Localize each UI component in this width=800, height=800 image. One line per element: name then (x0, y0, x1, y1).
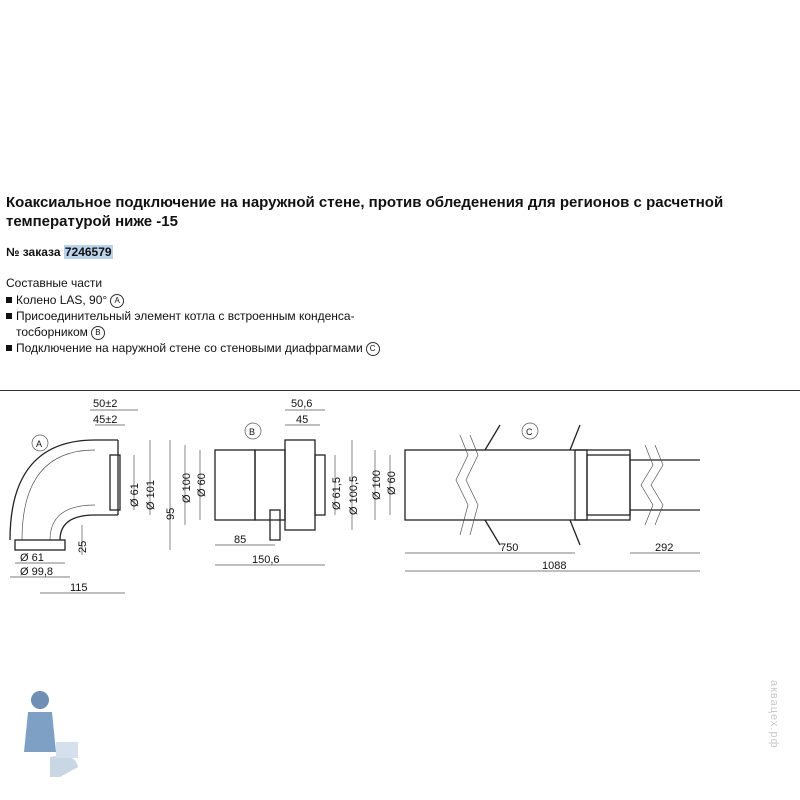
dim-a-height: 95 (165, 508, 177, 520)
wall-terminal-c: C Ø 100 Ø 60 750 1088 292 (371, 422, 700, 572)
elbow-a: A 50±2 45±2 Ø 61 Ø 101 95 25 Ø 61 Ø 99,8… (9, 398, 177, 594)
marker-a: A (36, 439, 42, 449)
part-text: Присоединительный элемент котла с встрое… (16, 309, 355, 339)
dim-a-width: 115 (70, 582, 88, 594)
marker-circle: A (110, 293, 125, 308)
plumber-logo-icon (24, 691, 78, 777)
dim-c-d-outer: Ø 100 (371, 470, 383, 500)
list-item: Подключение на наружной стене со стеновы… (6, 340, 406, 356)
watermark: аквацех.рф (768, 680, 780, 749)
order-number[interactable]: 7246579 (63, 245, 113, 259)
parts-list: Колено LAS, 90°A Присоединительный элеме… (6, 292, 406, 356)
order-number-line: № заказа 7246579 (6, 245, 113, 259)
technical-drawing: A 50±2 45±2 Ø 61 Ø 101 95 25 Ø 61 Ø 99,8… (9, 398, 700, 594)
dim-c-inner-length: 750 (500, 542, 518, 554)
connector-b: B 50,6 45 Ø 100 Ø 60 Ø 61,5 Ø 100,5 85 1… (181, 398, 360, 566)
dim-a-bottom-outer: Ø 99,8 (20, 566, 53, 578)
part-text: Колено LAS, 90° (16, 293, 108, 307)
dim-b-right-inner: Ø 61,5 (331, 477, 343, 510)
marker-circle: C (365, 341, 380, 356)
marker-b: B (249, 427, 255, 437)
order-label: № заказа (6, 245, 61, 259)
list-item: Колено LAS, 90°A (6, 292, 406, 308)
dim-b-offset: 85 (234, 534, 246, 546)
dim-b-length: 150,6 (252, 554, 280, 566)
dim-a-d-outer: Ø 101 (145, 480, 157, 510)
dim-b-top-inner: 45 (296, 414, 308, 426)
dim-b-right-outer: Ø 100,5 (348, 476, 360, 515)
dim-b-left-outer: Ø 100 (181, 473, 193, 503)
marker-circle-a (31, 434, 49, 452)
dim-a-top-outer: 50±2 (93, 398, 117, 410)
dim-b-left-inner: Ø 60 (196, 473, 208, 497)
dim-a-offset: 25 (77, 541, 89, 553)
page-title: Коаксиальное подключение на наружной сте… (6, 194, 724, 230)
marker-circle-c (521, 422, 539, 440)
dim-c-end-length: 292 (655, 542, 673, 554)
part-text: Подключение на наружной стене со стеновы… (16, 341, 363, 355)
dim-c-total-length: 1088 (542, 560, 566, 572)
list-item: Присоединительный элемент котла с встрое… (6, 308, 406, 340)
parts-heading: Составные части (6, 276, 103, 290)
dim-a-d-inner: Ø 61 (129, 483, 141, 507)
dim-a-top-inner: 45±2 (93, 414, 117, 426)
dim-b-top-outer: 50,6 (291, 398, 312, 410)
dim-c-d-inner: Ø 60 (386, 471, 398, 495)
marker-c: C (526, 427, 533, 437)
marker-circle: B (90, 325, 105, 340)
dim-a-bottom-inner: Ø 61 (20, 552, 44, 564)
marker-circle-b (244, 422, 262, 440)
divider (0, 390, 800, 391)
